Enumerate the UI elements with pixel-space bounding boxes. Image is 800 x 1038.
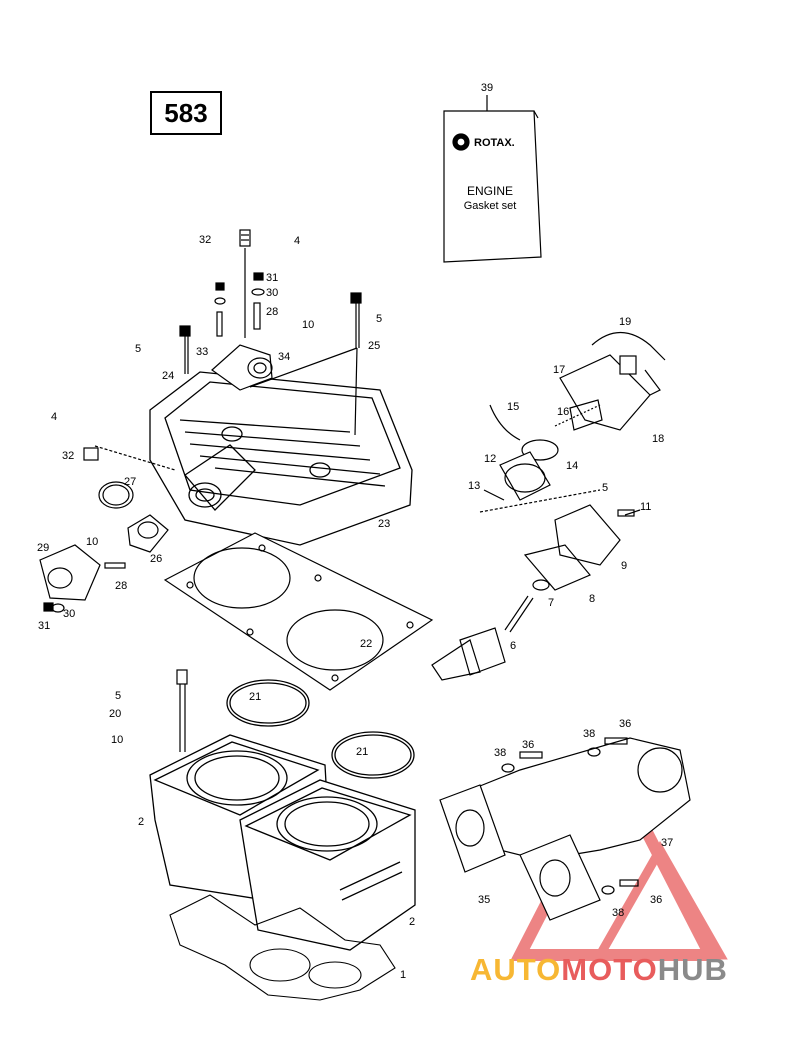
callout-34: 34 [278, 351, 290, 363]
callout-23: 23 [378, 518, 390, 530]
callout-5: 5 [115, 690, 121, 702]
callout-6: 6 [510, 640, 516, 652]
callout-10: 10 [86, 536, 98, 548]
callout-22: 22 [360, 638, 372, 650]
callout-30: 30 [266, 287, 278, 299]
callout-31: 31 [38, 620, 50, 632]
callout-2: 2 [138, 816, 144, 828]
callout-25: 25 [368, 340, 380, 352]
callout-9: 9 [621, 560, 627, 572]
callout-24: 24 [162, 370, 174, 382]
callout-36: 36 [650, 894, 662, 906]
kit-title: ENGINE [467, 184, 513, 198]
thermostat-cover-top [211, 344, 273, 391]
callout-38: 38 [583, 728, 595, 740]
diagram-number-badge: 583 [150, 91, 222, 135]
watermark-part-1: AUTO [470, 952, 562, 987]
callout-38: 38 [494, 747, 506, 759]
callout-4: 4 [51, 411, 57, 423]
callout-5: 5 [602, 482, 608, 494]
callout-13: 13 [468, 480, 480, 492]
water-outlet-assembly [39, 445, 176, 613]
callout-1: 1 [400, 969, 406, 981]
cylinder-bolt [176, 669, 188, 752]
kit-callout: 39 [481, 82, 493, 94]
callout-36: 36 [522, 739, 534, 751]
watermark-text: AUTOMOTOHUB [470, 952, 728, 988]
cylinder-head [149, 371, 413, 546]
head-bolts [179, 229, 362, 436]
callout-35: 35 [478, 894, 490, 906]
head-gasket [163, 532, 434, 691]
callout-33: 33 [196, 346, 208, 358]
watermark-part-3: HUB [657, 952, 728, 987]
kit-brand: ROTAX. [474, 137, 515, 149]
callout-2: 2 [409, 916, 415, 928]
callout-19: 19 [619, 316, 631, 328]
callout-5: 5 [135, 343, 141, 355]
callout-28: 28 [115, 580, 127, 592]
callout-12: 12 [484, 453, 496, 465]
callout-10: 10 [302, 319, 314, 331]
diagram-number: 583 [164, 97, 208, 128]
callout-7: 7 [548, 597, 554, 609]
rave-valve-assembly [479, 332, 666, 513]
base-gasket [169, 894, 396, 1001]
callout-37: 37 [661, 837, 673, 849]
callout-5: 5 [376, 313, 382, 325]
callout-28: 28 [266, 306, 278, 318]
callout-14: 14 [566, 460, 578, 472]
callout-4: 4 [294, 235, 300, 247]
callout-38: 38 [612, 907, 624, 919]
callout-32: 32 [62, 450, 74, 462]
exhaust-valve-assembly [431, 504, 641, 681]
callout-11: 11 [640, 501, 651, 513]
callout-17: 17 [553, 364, 565, 376]
callout-21: 21 [356, 746, 368, 758]
gasket-set-kit [443, 95, 542, 263]
watermark-part-2: MOTO [561, 952, 658, 987]
callout-27: 27 [124, 476, 136, 488]
callout-18: 18 [652, 433, 664, 445]
callout-36: 36 [619, 718, 631, 730]
callout-26: 26 [150, 553, 162, 565]
callout-labels: 32 4 31 30 28 10 5 5 33 34 25 24 4 32 27… [37, 234, 673, 981]
callout-10: 10 [111, 734, 123, 746]
callout-8: 8 [589, 593, 595, 605]
callout-32: 32 [199, 234, 211, 246]
callout-30: 30 [63, 608, 75, 620]
cylinder-o-rings [226, 679, 415, 779]
exhaust-manifold [439, 737, 691, 921]
kit-subtitle: Gasket set [464, 200, 517, 212]
cylinders [149, 734, 416, 951]
callout-16: 16 [557, 406, 569, 418]
callout-21: 21 [249, 691, 261, 703]
callout-15: 15 [507, 401, 519, 413]
callout-29: 29 [37, 542, 49, 554]
callout-31: 31 [266, 272, 278, 284]
callout-20: 20 [109, 708, 121, 720]
